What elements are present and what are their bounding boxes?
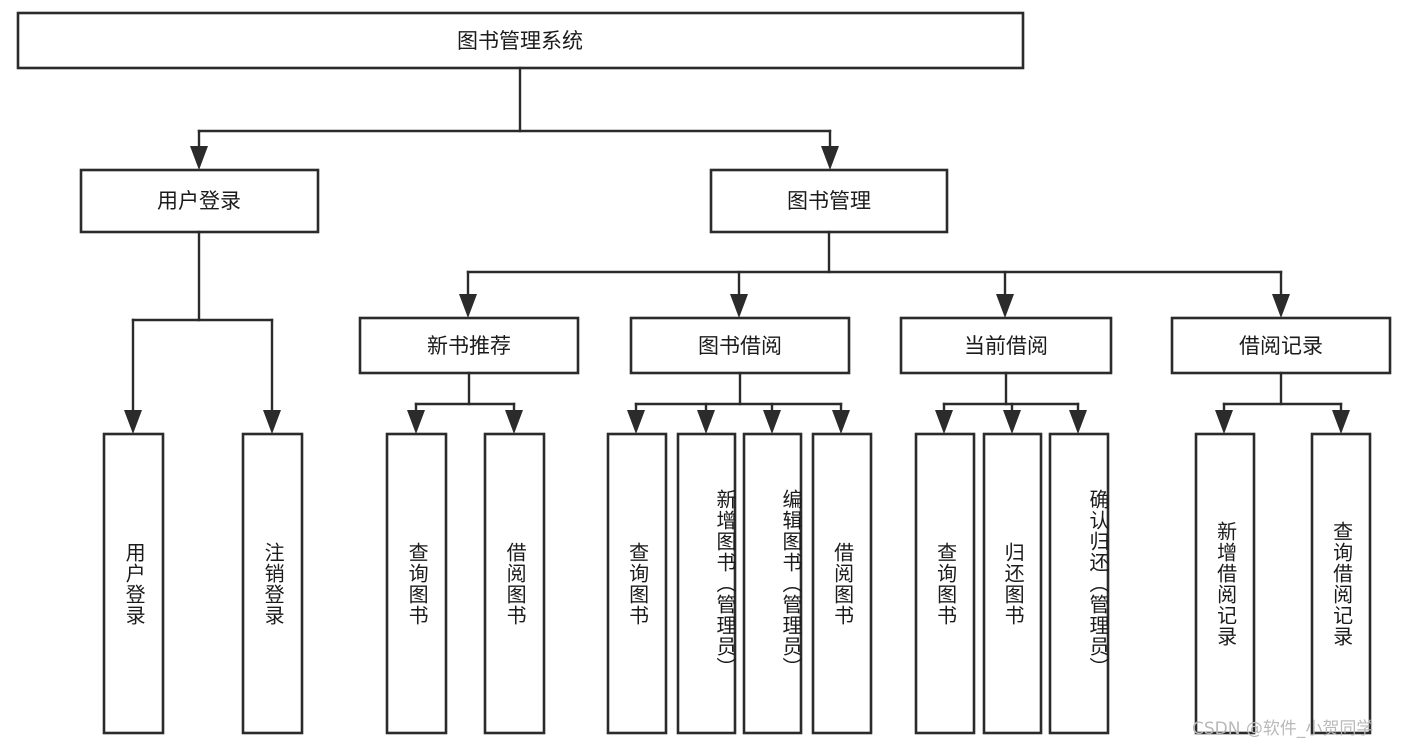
arrow-head-icon (1003, 410, 1021, 434)
arrow-head-icon (821, 146, 839, 170)
arrow-head-icon (459, 294, 477, 318)
node-leaf-borrow-book-2-box[interactable] (811, 432, 873, 735)
node-leaf-query-book-2-box[interactable] (606, 432, 668, 735)
node-user-login-label: 用户登录 (157, 189, 241, 213)
node-book-borrow[interactable]: 图书借阅 (629, 316, 851, 375)
node-leaf-confirm-return-box[interactable] (1048, 432, 1110, 735)
node-user-login[interactable]: 用户登录 (79, 168, 320, 234)
arrow-head-icon (697, 410, 715, 434)
node-borrow-records[interactable]: 借阅记录 (1170, 316, 1392, 375)
node-new-book-recommend-box (358, 316, 580, 375)
arrow-head-icon (763, 410, 781, 434)
node-new-book-recommend[interactable]: 新书推荐 (358, 316, 580, 375)
arrow-head-icon (935, 410, 953, 434)
node-leaf-edit-book-box[interactable] (742, 432, 803, 735)
node-leaf-return-book-box[interactable] (982, 432, 1043, 735)
node-current-borrow[interactable]: 当前借阅 (899, 316, 1113, 375)
node-leaf-borrow-book-1-box[interactable] (483, 432, 546, 735)
arrow-head-icon (124, 410, 142, 434)
node-leaf-query-record-box[interactable] (1310, 432, 1372, 735)
connector-borrow-records-to-leaves (1215, 371, 1350, 434)
arrow-head-icon (407, 410, 425, 434)
arrow-head-icon (505, 410, 523, 434)
connector-current-borrow-to-leaves (935, 371, 1087, 434)
node-new-book-recommend-label: 新书推荐 (427, 334, 511, 358)
arrow-head-icon (1332, 410, 1350, 434)
connector-user-login-to-leaves (124, 230, 281, 434)
arrow-head-icon (730, 294, 748, 318)
connector-book-borrow-to-leaves (627, 371, 850, 434)
node-current-borrow-box (899, 316, 1113, 375)
arrow-head-icon (190, 146, 208, 170)
node-borrow-records-label: 借阅记录 (1239, 334, 1323, 358)
node-book-borrow-label: 图书借阅 (698, 334, 782, 358)
node-leaf-add-record-box[interactable] (1194, 432, 1256, 735)
node-leaf-user-login-box[interactable] (102, 432, 165, 735)
connector-root-to-level2 (190, 66, 839, 170)
node-leaf-add-book-box[interactable] (676, 432, 737, 735)
node-root[interactable]: 图书管理系统 (16, 11, 1025, 70)
node-leaf-query-book-1-box[interactable] (385, 432, 448, 735)
arrow-head-icon (996, 294, 1014, 318)
connector-book-management-to-level3 (459, 230, 1290, 318)
node-root-label: 图书管理系统 (457, 29, 583, 53)
node-leaf-query-book-3-box[interactable] (914, 432, 976, 735)
arrow-head-icon (1069, 410, 1087, 434)
arrow-head-icon (832, 410, 850, 434)
connector-new-book-recommend-to-leaves (407, 371, 523, 434)
csdn-watermark: CSDN @软件_小贺同学 (1192, 719, 1374, 739)
arrow-head-icon (263, 410, 281, 434)
node-leaf-logout-login-box[interactable] (241, 432, 304, 735)
arrow-head-icon (1272, 294, 1290, 318)
node-current-borrow-label: 当前借阅 (964, 334, 1048, 358)
arrow-head-icon (1215, 410, 1233, 434)
node-book-management[interactable]: 图书管理 (709, 168, 949, 234)
node-root-box (16, 11, 1025, 70)
arrow-head-icon (627, 410, 645, 434)
node-user-login-box (79, 168, 320, 234)
node-book-management-label: 图书管理 (787, 189, 871, 213)
